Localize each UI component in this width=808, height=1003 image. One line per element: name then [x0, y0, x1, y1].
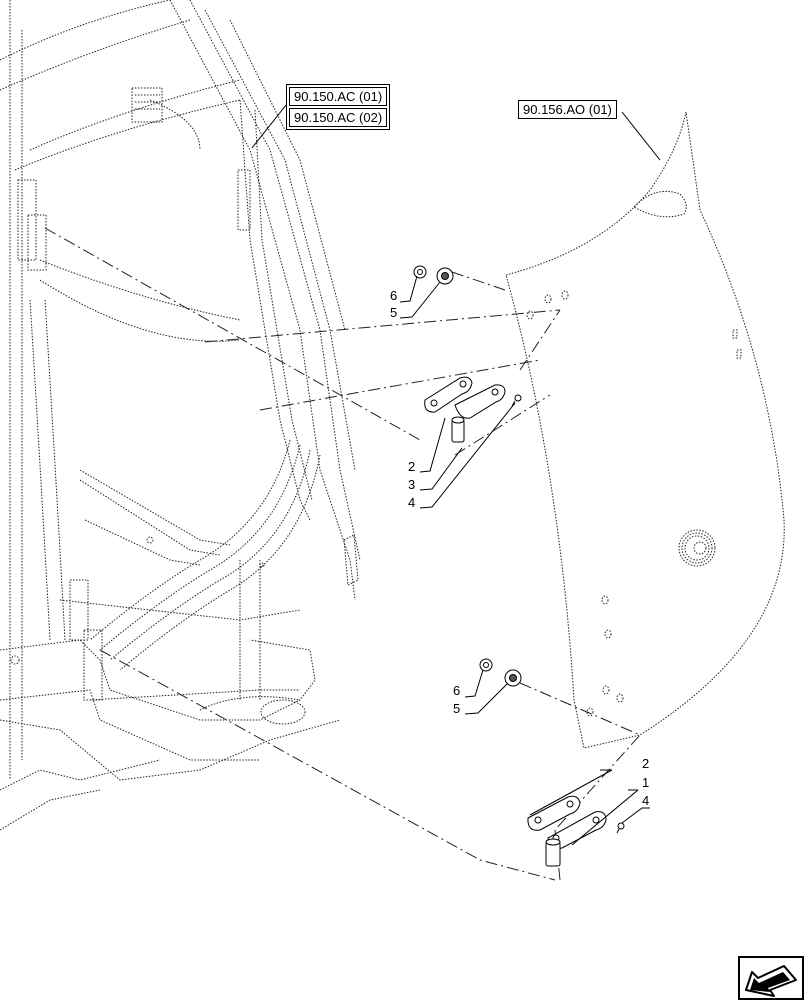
cab-frame-reference-group: 90.150.AC (01) 90.150.AC (02) — [286, 84, 391, 130]
callout-upper-bushing: 3 — [408, 477, 416, 492]
callout-lower-hinge: 1 — [642, 775, 650, 790]
callout-lower-washer-small: 6 — [453, 683, 461, 698]
cab-frame-reference-1[interactable]: 90.150.AC (01) — [289, 87, 388, 106]
callout-lower-screw: 4 — [642, 793, 650, 808]
lower-washer-small — [479, 658, 493, 672]
callout-lower-washer-large: 5 — [453, 701, 461, 716]
assembly-lines — [44, 227, 641, 881]
upper-washer-small — [413, 265, 427, 279]
previous-page-button[interactable] — [738, 956, 804, 1000]
leader-lines — [251, 99, 661, 846]
callout-upper-washer-large: 5 — [390, 305, 398, 320]
lower-washer-large — [504, 669, 522, 687]
callout-upper-screw: 4 — [408, 495, 416, 510]
door-panel-reference[interactable]: 90.156.AO (01) — [518, 100, 617, 119]
door-knob — [678, 529, 716, 567]
upper-washer-large — [436, 267, 454, 285]
arrow-previous-icon — [745, 965, 797, 997]
upper-hinge-plate — [424, 376, 522, 443]
callout-upper-plate: 2 — [408, 459, 416, 474]
cab-frame-reference-2[interactable]: 90.150.AC (02) — [289, 108, 388, 127]
door-panel — [505, 111, 785, 749]
callout-lower-plate: 2 — [642, 756, 650, 771]
cab-frame — [0, 0, 361, 831]
callout-upper-washer-small: 6 — [390, 288, 398, 303]
lower-hinge — [527, 795, 625, 867]
